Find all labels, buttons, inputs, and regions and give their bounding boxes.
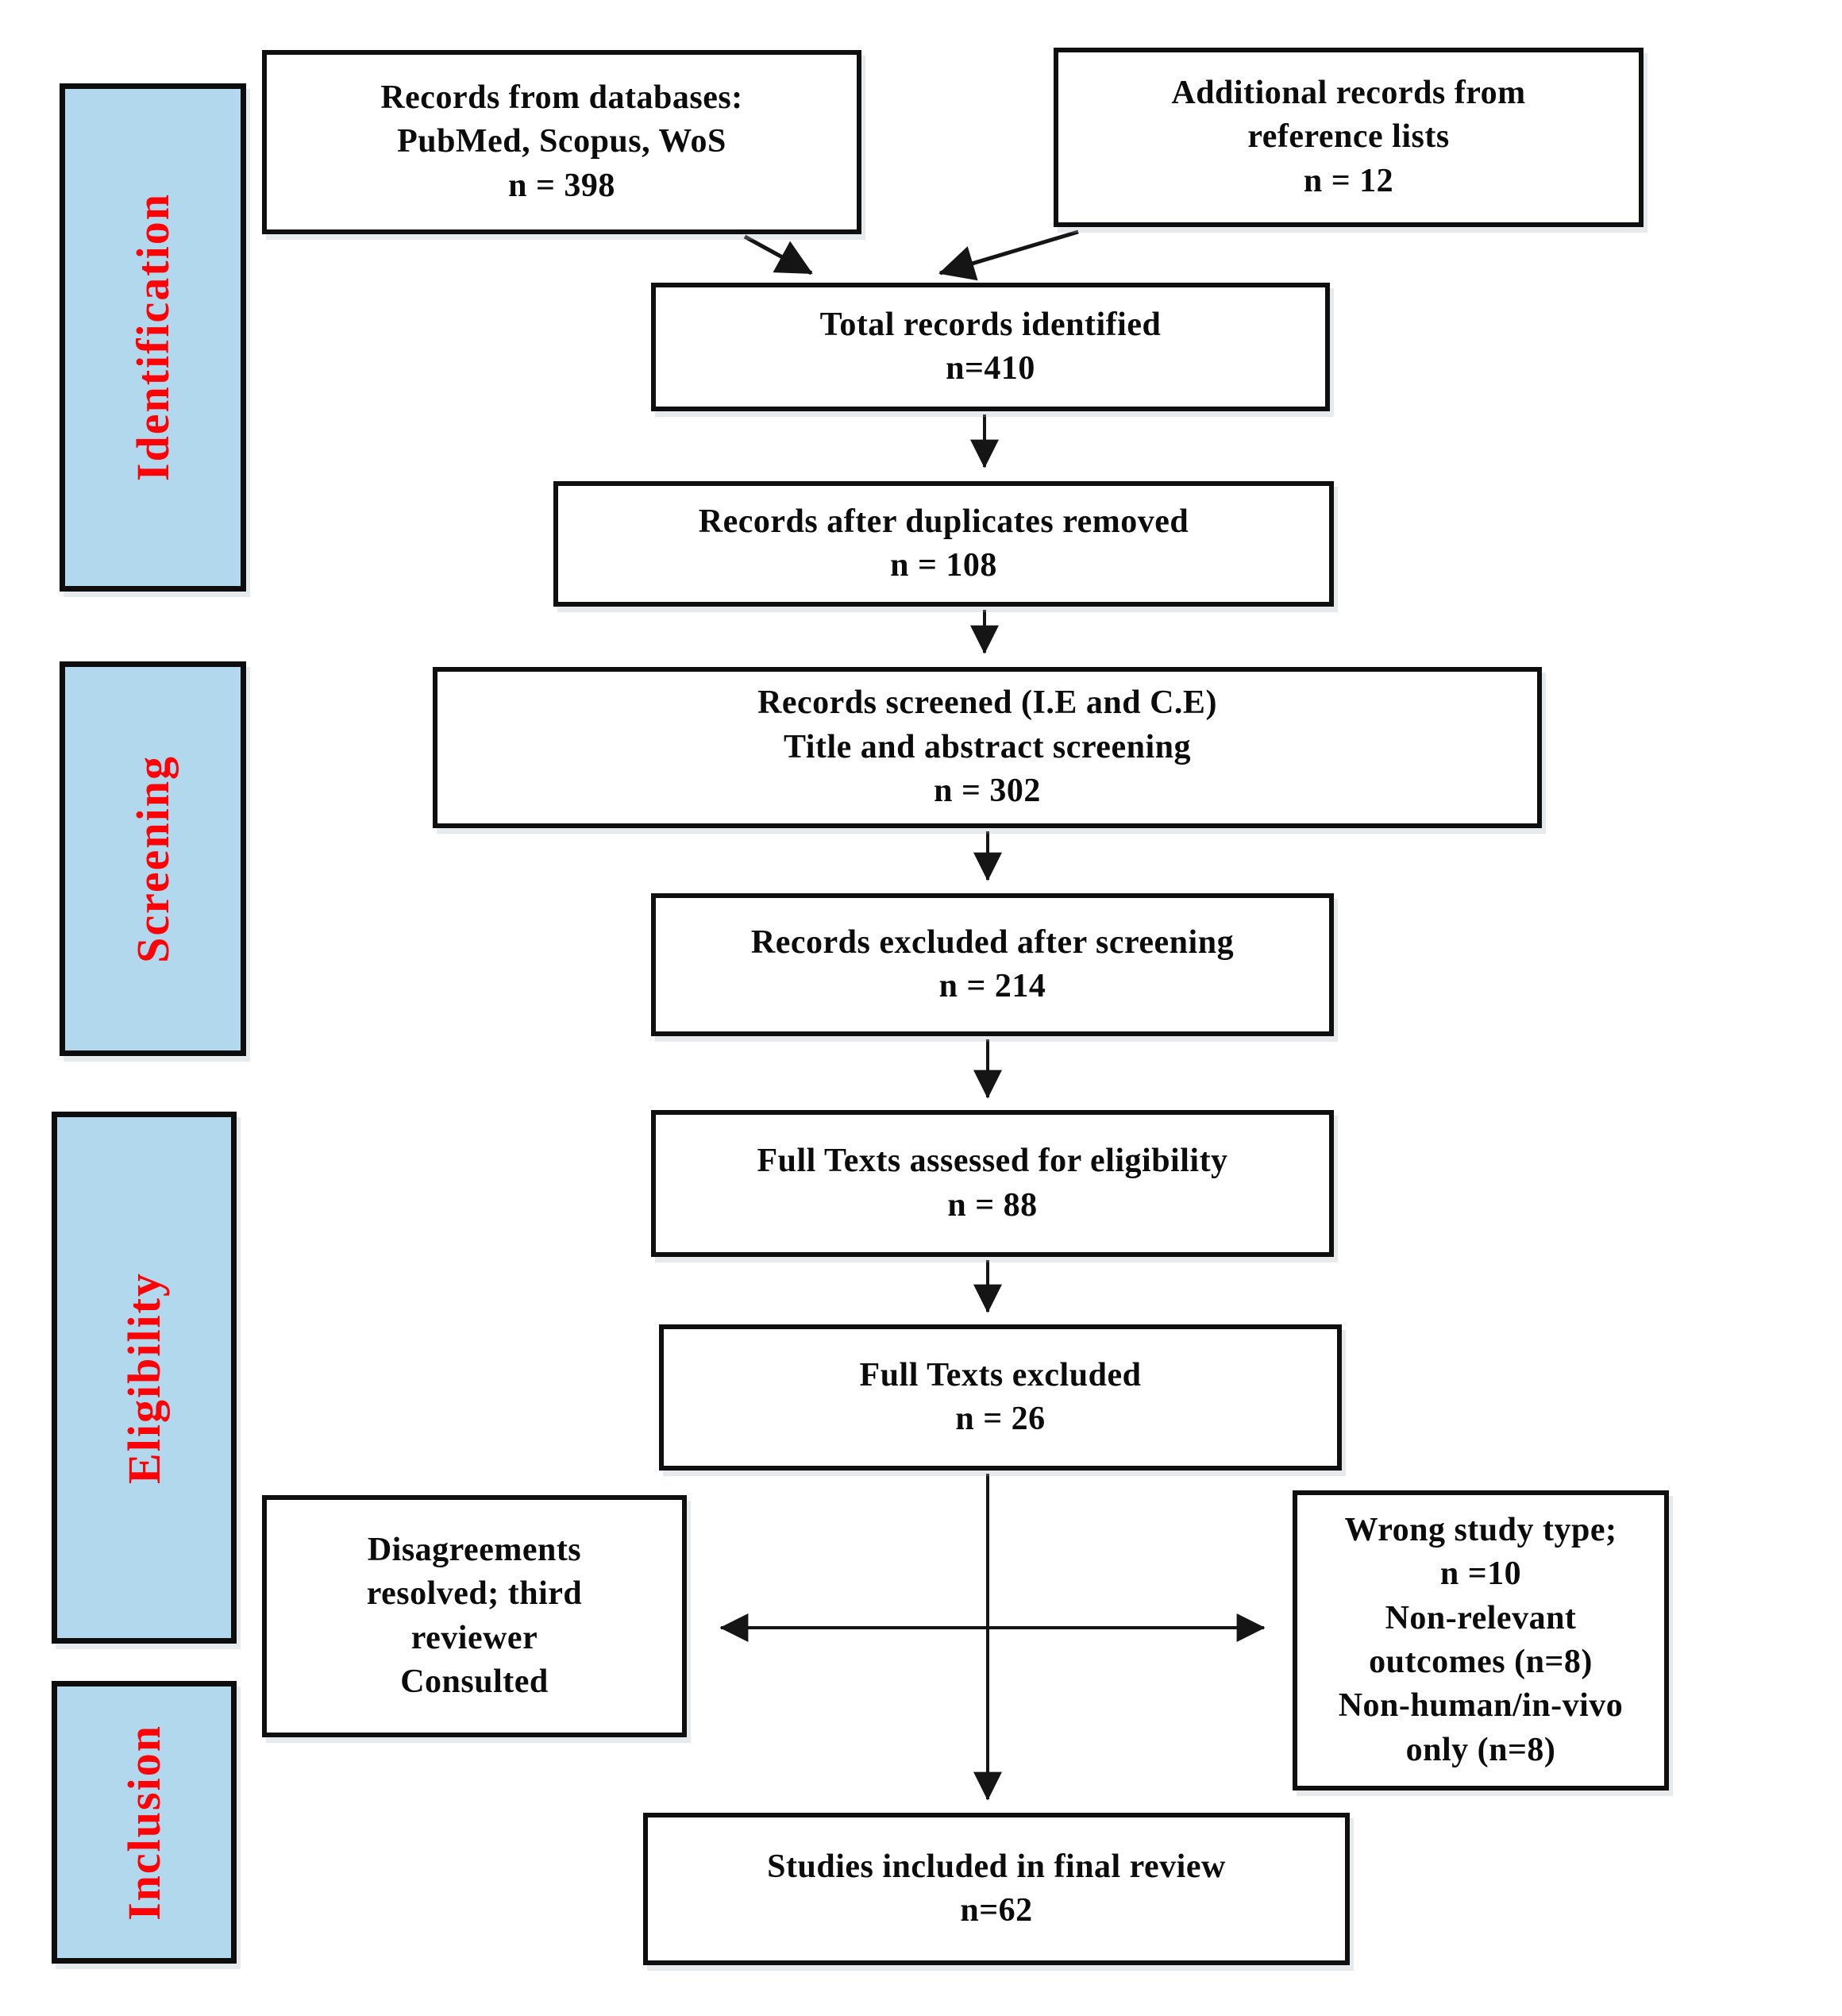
box-line: Non-human/in-vivo xyxy=(1338,1687,1624,1725)
box-line: Title and abstract screening xyxy=(784,728,1191,765)
stage-identification-label: Identification xyxy=(127,193,179,482)
box-line: Consulted xyxy=(400,1663,549,1700)
box-duplicates-removed: Records after duplicates removed n = 108 xyxy=(553,481,1334,607)
box-line: Records screened (I.E and C.E) xyxy=(757,684,1217,722)
box-records-databases: Records from databases: PubMed, Scopus, … xyxy=(262,50,861,234)
stage-eligibility-label: Eligibility xyxy=(118,1271,170,1484)
box-line: n = 108 xyxy=(890,547,997,584)
box-line: Non-relevant xyxy=(1385,1599,1577,1636)
box-line: Records from databases: xyxy=(380,79,743,116)
box-additional-records: Additional records from reference lists … xyxy=(1054,48,1644,227)
box-line: resolved; third xyxy=(366,1575,583,1613)
stage-screening: Screening xyxy=(60,661,246,1056)
arrow-databases-to-total xyxy=(743,234,813,276)
box-final-included: Studies included in final review n=62 xyxy=(643,1813,1350,1965)
box-line: n = 214 xyxy=(938,968,1046,1004)
box-line: n = 302 xyxy=(934,773,1041,810)
box-line: reference lists xyxy=(1247,118,1450,156)
arrow-references-to-total xyxy=(938,229,1079,281)
stage-identification: Identification xyxy=(60,83,246,592)
box-line: n = 26 xyxy=(955,1401,1046,1437)
box-line: Wrong study type; xyxy=(1344,1511,1617,1548)
box-line: Records excluded after screening xyxy=(750,923,1235,961)
box-line: Total records identified xyxy=(819,306,1162,343)
box-fulltext-assessed: Full Texts assessed for eligibility n = … xyxy=(651,1110,1334,1257)
box-total-identified: Total records identified n=410 xyxy=(651,283,1330,411)
box-line: Records after duplicates removed xyxy=(698,503,1189,540)
box-line: Additional records from xyxy=(1171,74,1526,111)
box-line: outcomes (n=8) xyxy=(1369,1644,1593,1680)
box-line: reviewer xyxy=(410,1619,538,1656)
box-line: Full Texts excluded xyxy=(859,1356,1142,1393)
box-line: Full Texts assessed for eligibility xyxy=(757,1143,1228,1180)
stage-inclusion-label: Inclusion xyxy=(118,1724,170,1921)
box-line: n = 398 xyxy=(508,167,615,204)
box-exclusion-reasons: Wrong study type; n =10 Non-relevant out… xyxy=(1293,1490,1669,1791)
box-line: n=62 xyxy=(960,1892,1033,1929)
box-disagreements: Disagreements resolved; third reviewer C… xyxy=(262,1495,687,1737)
box-records-excluded: Records excluded after screening n = 214 xyxy=(651,893,1334,1036)
box-line: n =10 xyxy=(1439,1555,1522,1593)
box-line: n=410 xyxy=(946,350,1035,387)
stage-screening-label: Screening xyxy=(127,754,179,963)
box-line: Studies included in final review xyxy=(767,1848,1226,1885)
box-fulltext-excluded: Full Texts excluded n = 26 xyxy=(659,1324,1342,1471)
box-line: only (n=8) xyxy=(1405,1731,1556,1768)
box-line: PubMed, Scopus, WoS xyxy=(397,123,726,160)
box-records-screened: Records screened (I.E and C.E) Title and… xyxy=(433,667,1542,828)
stage-inclusion: Inclusion xyxy=(52,1681,237,1964)
stage-eligibility: Eligibility xyxy=(52,1112,237,1644)
box-line: n = 88 xyxy=(947,1186,1038,1224)
box-line: n = 12 xyxy=(1303,162,1394,199)
box-line: Disagreements xyxy=(367,1531,582,1568)
